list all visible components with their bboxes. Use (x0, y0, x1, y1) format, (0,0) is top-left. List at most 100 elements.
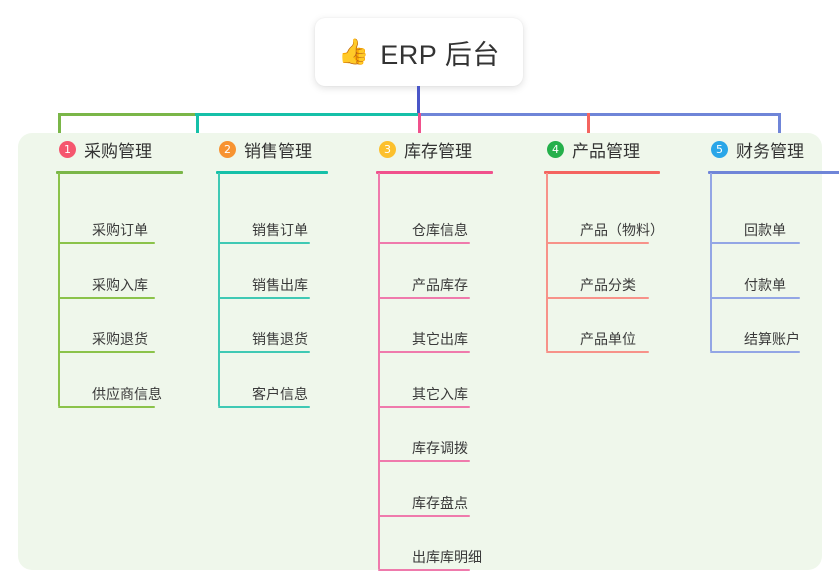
branch-column-5: 5 财务管理回款单付款单结算账户 (690, 133, 839, 353)
leaf-item-label: 产品分类 (580, 276, 636, 293)
leaf-item-label: 销售出库 (252, 276, 308, 293)
leaf-item-label: 采购退货 (92, 331, 148, 347)
leaf-item-label: 产品（物料） (580, 222, 664, 238)
leaf-item-rule (378, 405, 470, 408)
branch-header-4[interactable]: 4 产品管理 (526, 133, 640, 165)
branch-header-rule-3 (376, 171, 493, 174)
bus-segment-teal (195, 113, 420, 116)
branch-header-rule-4 (544, 171, 660, 174)
branch-title-3: 库存管理 (404, 141, 472, 161)
leaf-item-label: 客户信息 (252, 385, 308, 402)
branch-badge-4: 4 (547, 140, 564, 158)
branch-badge-5: 5 (711, 140, 728, 158)
leaf-item[interactable]: 产品（物料） (546, 220, 664, 244)
leaf-item[interactable]: 产品单位 (546, 329, 649, 353)
leaf-item-rule (378, 569, 470, 571)
branch-badge-1: 1 (59, 140, 76, 158)
leaf-item-label: 产品单位 (580, 331, 636, 347)
bus-segment-blue (418, 113, 781, 116)
leaf-item-label: 出库库明细 (412, 549, 482, 565)
leaf-item[interactable]: 销售订单 (218, 220, 310, 244)
leaf-item-label: 其它入库 (412, 385, 468, 402)
branch-spine-5 (710, 173, 712, 351)
branch-title-1: 采购管理 (84, 141, 152, 161)
leaf-item-label: 产品库存 (412, 276, 468, 293)
branch-header-3[interactable]: 3 库存管理 (358, 133, 472, 165)
leaf-item[interactable]: 其它入库 (378, 384, 470, 408)
leaf-item-label: 采购入库 (92, 276, 148, 293)
thumbs-up-icon: 👍 (338, 37, 370, 66)
leaf-item-label: 回款单 (744, 222, 786, 238)
leaf-item-label: 仓库信息 (412, 222, 468, 238)
leaf-item-rule (710, 296, 800, 299)
branch-header-rule-2 (216, 171, 328, 174)
leaf-item-rule (378, 242, 470, 244)
leaf-item[interactable]: 销售退货 (218, 329, 310, 353)
leaf-item-rule (218, 405, 310, 408)
leaf-item-rule (378, 460, 470, 462)
leaf-item-rule (58, 242, 155, 244)
leaf-item-rule (378, 351, 470, 353)
leaf-item[interactable]: 供应商信息 (58, 384, 162, 408)
root-node-card[interactable]: 👍 ERP 后台 (315, 18, 523, 86)
branch-title-2: 销售管理 (244, 141, 312, 161)
root-node-title: ERP 后台 (380, 39, 500, 70)
leaf-item[interactable]: 其它出库 (378, 329, 470, 353)
leaf-item[interactable]: 销售出库 (218, 275, 310, 299)
leaf-item-rule (218, 296, 310, 299)
drop-connector-1 (58, 113, 61, 141)
leaf-item-rule (710, 242, 800, 244)
leaf-item-rule (546, 351, 649, 353)
branch-spine-1 (58, 173, 60, 406)
leaf-item[interactable]: 库存调拨 (378, 438, 470, 462)
leaf-item-rule (58, 296, 155, 299)
leaf-item[interactable]: 产品分类 (546, 275, 649, 299)
branch-badge-3: 3 (379, 140, 396, 158)
branch-column-2: 2 销售管理销售订单销售出库销售退货客户信息 (198, 133, 328, 408)
leaf-item-label: 供应商信息 (92, 385, 162, 402)
drop-connector-2 (196, 113, 199, 141)
leaf-item-rule (546, 296, 649, 299)
leaf-item-rule (378, 514, 470, 517)
leaf-item[interactable]: 结算账户 (710, 329, 800, 353)
leaf-item[interactable]: 采购退货 (58, 329, 155, 353)
leaf-item[interactable]: 仓库信息 (378, 220, 470, 244)
leaf-item-label: 库存盘点 (412, 494, 468, 511)
leaf-item-label: 结算账户 (744, 331, 800, 347)
drop-connector-5 (778, 113, 781, 141)
branch-title-4: 产品管理 (572, 141, 640, 161)
leaf-item[interactable]: 回款单 (710, 220, 800, 244)
leaf-item-rule (218, 242, 310, 244)
drop-connector-3 (418, 113, 421, 141)
leaf-item-rule (58, 351, 155, 353)
leaf-item[interactable]: 客户信息 (218, 384, 310, 408)
leaf-item-rule (218, 351, 310, 353)
branch-spine-2 (218, 173, 220, 406)
leaf-item-rule (546, 242, 649, 244)
leaf-item[interactable]: 库存盘点 (378, 493, 470, 517)
branch-spine-3 (378, 173, 380, 569)
branch-badge-2: 2 (219, 140, 236, 158)
branch-header-1[interactable]: 1 采购管理 (38, 133, 152, 165)
drop-connector-4 (587, 113, 590, 141)
leaf-item-rule (378, 296, 470, 299)
branch-column-3: 3 库存管理仓库信息产品库存其它出库其它入库库存调拨库存盘点出库库明细 (358, 133, 493, 571)
branch-column-4: 4 产品管理产品（物料） 产品分类产品单位 (526, 133, 664, 353)
leaf-item[interactable]: 付款单 (710, 275, 800, 299)
leaf-item-label: 其它出库 (412, 331, 468, 347)
branch-title-5: 财务管理 (736, 141, 804, 161)
leaf-item[interactable]: 出库库明细 (378, 547, 482, 571)
branch-header-rule-5 (708, 171, 839, 174)
leaf-item-label: 采购订单 (92, 222, 148, 238)
leaf-item[interactable]: 采购入库 (58, 275, 155, 299)
leaf-item-label: 付款单 (744, 276, 786, 293)
bus-segment-green (58, 113, 197, 116)
branch-column-1: 1 采购管理采购订单采购入库采购退货供应商信息 (38, 133, 183, 408)
branch-header-2[interactable]: 2 销售管理 (198, 133, 312, 165)
leaf-item[interactable]: 采购订单 (58, 220, 155, 244)
leaf-item[interactable]: 产品库存 (378, 275, 470, 299)
root-node-content: 👍 ERP 后台 (338, 33, 500, 72)
branch-header-5[interactable]: 5 财务管理 (690, 133, 804, 165)
branches-panel: 1 采购管理采购订单采购入库采购退货供应商信息 2 销售管理销售订单销售出库销售退货客… (18, 133, 839, 571)
